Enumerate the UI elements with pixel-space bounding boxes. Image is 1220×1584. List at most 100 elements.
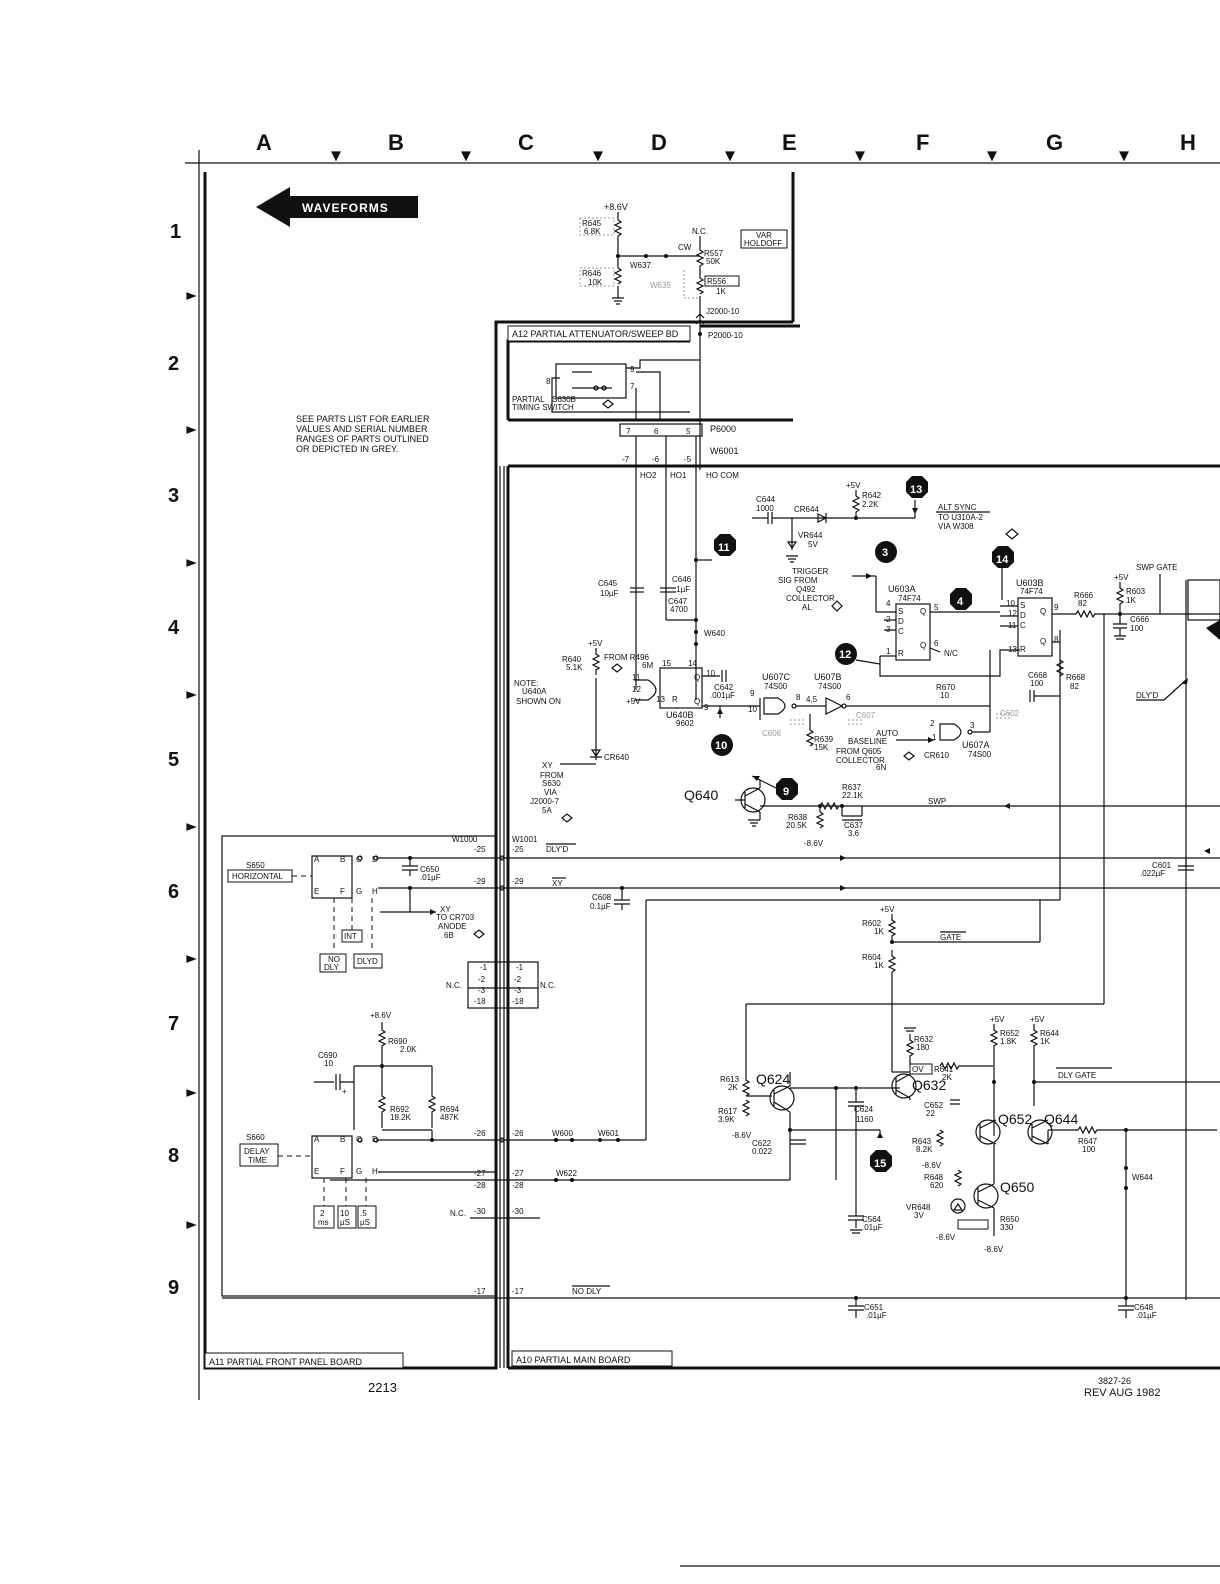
svg-text:-28: -28 [474,1181,486,1190]
svg-text:TO U310A-2: TO U310A-2 [938,513,983,522]
svg-text:5V: 5V [808,540,818,549]
svg-text:C650: C650 [420,865,440,874]
svg-text:.01µF: .01µF [862,1223,883,1232]
svg-text:AL: AL [802,603,812,612]
svg-text:C651: C651 [864,1303,884,1312]
switch-s650-horizontal: S650 HORIZONTAL A E B F C G D H C650 .01… [221,835,497,1297]
svg-text:12: 12 [839,649,851,661]
svg-text:1K: 1K [1040,1037,1050,1046]
svg-text:J2000-7: J2000-7 [530,797,559,806]
svg-text:2.2K: 2.2K [862,500,879,509]
svg-text:S660: S660 [246,1133,265,1142]
svg-text:R: R [898,649,904,658]
svg-text:13: 13 [656,695,665,704]
svg-text:VR644: VR644 [798,531,823,540]
svg-text:R641: R641 [934,1065,954,1074]
svg-text:-18: -18 [512,997,524,1006]
svg-text:50K: 50K [706,257,721,266]
svg-text:U640B: U640B [666,710,694,720]
svg-text:W6001: W6001 [710,446,739,456]
svg-text:C648: C648 [1134,1303,1154,1312]
svg-text:10µF: 10µF [600,589,619,598]
svg-text:C624: C624 [854,1105,874,1114]
svg-text:µS: µS [340,1218,350,1227]
svg-text:10K: 10K [588,278,603,287]
waveforms-arrow[interactable]: WAVEFORMS [256,187,418,227]
svg-text:U607B: U607B [814,672,842,682]
svg-text:DLY GATE: DLY GATE [1058,1071,1096,1080]
svg-text:R648: R648 [924,1173,944,1182]
svg-text:R639: R639 [814,735,834,744]
footer: 2213 3827-26 REV AUG 1982 [368,1376,1220,1567]
timing-caps: C645 10µF C646 .1µF C647 4700 W640 [598,558,725,646]
svg-text:-8.6V: -8.6V [936,1233,956,1242]
svg-text:.022µF: .022µF [1140,869,1165,878]
svg-text:74S00: 74S00 [764,682,788,691]
svg-text:Q: Q [920,641,926,650]
svg-text:0.1µF: 0.1µF [590,902,611,911]
svg-text:R647: R647 [1078,1137,1098,1146]
svg-text:4: 4 [886,599,891,608]
svg-text:R694: R694 [440,1105,460,1114]
svg-text:C: C [898,627,904,636]
svg-text:COLLECTOR: COLLECTOR [786,594,835,603]
svg-text:FROM Q605: FROM Q605 [836,747,882,756]
svg-text:5: 5 [934,603,939,612]
svg-text:C666: C666 [1130,615,1150,624]
svg-text:0.022: 0.022 [752,1147,773,1156]
svg-text:-26: -26 [512,1129,524,1138]
board-title-a12: A12 PARTIAL ATTENUATOR/SWEEP BD [507,325,691,342]
svg-text:R666: R666 [1074,591,1094,600]
svg-text:R692: R692 [390,1105,410,1114]
svg-text:H: H [372,1167,378,1176]
svg-text:12: 12 [1008,609,1017,618]
svg-text:.01µF: .01µF [866,1311,887,1320]
column-label-d: D [651,130,667,155]
svg-text:W635: W635 [650,281,671,290]
svg-text:VIA: VIA [544,788,558,797]
svg-text:C647: C647 [668,597,688,606]
svg-text:B: B [340,1135,345,1144]
svg-text:U607C: U607C [762,672,791,682]
svg-text:N.C.: N.C. [446,981,462,990]
svg-text:HO1: HO1 [670,471,687,480]
svg-text:C644: C644 [756,495,776,504]
svg-text:7: 7 [626,427,631,436]
svg-text:1: 1 [932,733,937,742]
svg-text:DLYD: DLYD [357,957,378,966]
svg-text:R632: R632 [914,1035,934,1044]
svg-text:VIA W308: VIA W308 [938,522,974,531]
svg-text:Q624: Q624 [756,1071,790,1087]
svg-text:1K: 1K [874,927,884,936]
svg-text:U603A: U603A [888,584,916,594]
svg-text:+5V: +5V [880,905,895,914]
svg-text:74F74: 74F74 [1020,587,1043,596]
svg-text:3: 3 [970,721,975,730]
svg-text:4,5: 4,5 [806,695,818,704]
svg-text:-2: -2 [478,975,486,984]
svg-text:2: 2 [320,1209,325,1218]
svg-text:R613: R613 [720,1075,740,1084]
svg-text:R604: R604 [862,953,882,962]
svg-text:-17: -17 [512,1287,524,1296]
svg-text:CW: CW [678,243,692,252]
svg-text:XY: XY [542,761,553,770]
svg-text:74F74: 74F74 [898,594,921,603]
svg-text:DLY'D: DLY'D [1136,691,1158,700]
svg-text:9: 9 [704,703,709,712]
svg-text:.01µF: .01µF [420,873,441,882]
svg-text:Q492: Q492 [796,585,816,594]
svg-text:6M: 6M [642,661,653,670]
svg-text:330: 330 [1000,1223,1014,1232]
svg-text:TRIGGER: TRIGGER [792,567,829,576]
svg-text:P2000-10: P2000-10 [708,331,743,340]
svg-text:CR610: CR610 [924,751,949,760]
svg-text:N.C.: N.C. [450,1209,466,1218]
svg-text:+5V: +5V [626,697,641,706]
svg-text:1160: 1160 [856,1115,874,1124]
svg-text:Q640: Q640 [684,787,718,803]
svg-text:11: 11 [718,542,730,554]
svg-text:E: E [314,1167,319,1176]
switch-s660-delay-time: +8.6V R690 2.0K C690 10 + R692 18.2K R69… [239,1011,496,1229]
parts-note-line-1: SEE PARTS LIST FOR EARLIER [296,414,430,424]
